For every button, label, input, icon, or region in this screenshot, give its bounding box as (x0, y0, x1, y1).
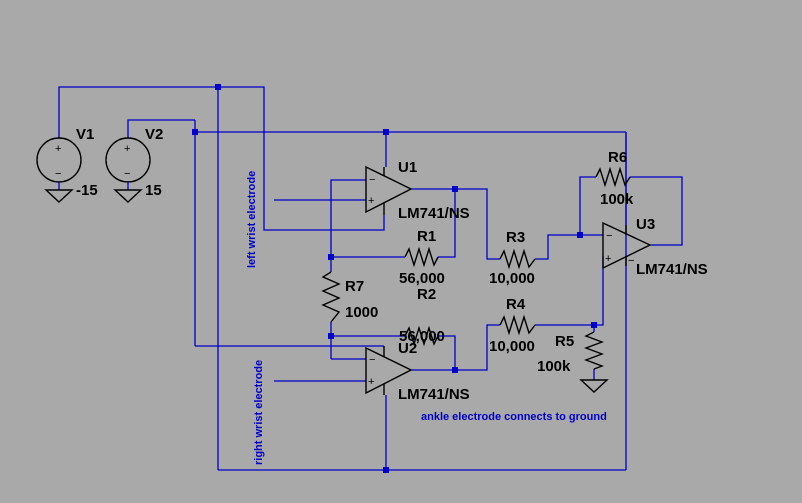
pin-minus-sign: − (606, 230, 612, 242)
pin-minus-sign: − (369, 174, 375, 186)
r7-value: 1000 (345, 304, 378, 321)
junctions (192, 84, 597, 473)
voltage-source-v2[interactable]: + − (105, 137, 151, 203)
opamp-u2[interactable]: − + (365, 346, 413, 395)
r4-value: 10,000 (489, 338, 535, 355)
r5-name: R5 (555, 333, 574, 350)
pin-minus-sign: − (369, 354, 375, 366)
pin-plus-sign: + (55, 143, 61, 155)
junction-dot (192, 129, 198, 135)
pin-plus-sign: + (124, 143, 130, 155)
wire-u2-out[interactable] (411, 324, 500, 371)
resistor-r4[interactable] (499, 314, 536, 336)
wire-v2-top[interactable] (127, 119, 195, 138)
u2-model: LM741/NS (398, 386, 470, 403)
wire-r3-right[interactable] (535, 234, 603, 260)
r1-value: 56,000 (399, 270, 445, 287)
v2-name: V2 (145, 126, 163, 143)
wire-r4-right[interactable] (535, 324, 595, 332)
junction-dot (215, 84, 221, 90)
v2-value: 15 (145, 182, 162, 199)
wire-r6-left[interactable] (579, 176, 596, 235)
r7-name: R7 (345, 278, 364, 295)
wire-u1-in-minus[interactable] (330, 179, 366, 257)
resistor-r6[interactable] (595, 166, 631, 188)
r6-value: 100k (600, 191, 634, 208)
ground-icon (579, 379, 609, 393)
junction-dot (328, 254, 334, 260)
u1-model: LM741/NS (398, 205, 470, 222)
r6-name: R6 (608, 149, 627, 166)
opamp-u3[interactable]: − + − (602, 221, 652, 270)
resistor-r7[interactable] (321, 271, 341, 323)
junction-dot (577, 232, 583, 238)
wire-r1-right[interactable] (438, 189, 456, 258)
junction-dot (452, 367, 458, 373)
wire-u3-plus[interactable] (594, 256, 604, 326)
u3-name: U3 (636, 216, 655, 233)
resistor-r2[interactable] (404, 325, 439, 347)
wire-v1-top[interactable] (58, 86, 385, 231)
r3-name: R3 (506, 229, 525, 246)
pin-plus-sign: + (368, 376, 374, 388)
junction-dot (452, 186, 458, 192)
u3-model: LM741/NS (636, 261, 708, 278)
resistor-r1[interactable] (404, 246, 439, 268)
pin-minus-sign: − (628, 255, 634, 267)
pin-plus-sign: + (605, 253, 611, 265)
ground-icon (44, 189, 74, 203)
wire-r6-right[interactable] (630, 176, 683, 246)
r5-value: 100k (537, 358, 571, 375)
pin-plus-sign: + (368, 195, 374, 207)
pin-minus-sign: − (124, 168, 130, 180)
ground-icon (113, 189, 143, 203)
v1-name: V1 (76, 126, 94, 143)
opamp-u1[interactable]: − + (365, 165, 413, 215)
u1-name: U1 (398, 159, 417, 176)
r2-name: R2 (417, 286, 436, 303)
resistor-r5[interactable] (584, 331, 604, 370)
note-right-wrist: right wrist electrode (253, 360, 265, 465)
wires (58, 86, 683, 471)
r2-value: 56,000 (399, 328, 445, 345)
note-left-wrist: left wrist electrode (246, 171, 258, 268)
r4-name: R4 (506, 296, 526, 313)
junction-dot (383, 467, 389, 473)
pin-minus-sign: − (55, 168, 61, 180)
r3-value: 10,000 (489, 270, 535, 287)
u2-name: U2 (398, 340, 417, 357)
junction-dot (383, 129, 389, 135)
note-ankle: ankle electrode connects to ground (421, 411, 607, 423)
v1-value: -15 (76, 182, 98, 199)
wire-r2-right[interactable] (438, 335, 456, 370)
wire-u1-out[interactable] (411, 188, 500, 260)
junction-dot (591, 322, 597, 328)
r1-name: R1 (417, 228, 436, 245)
resistor-r3[interactable] (499, 248, 536, 270)
voltage-source-v1[interactable]: + − (36, 137, 82, 203)
junction-dot (328, 333, 334, 339)
